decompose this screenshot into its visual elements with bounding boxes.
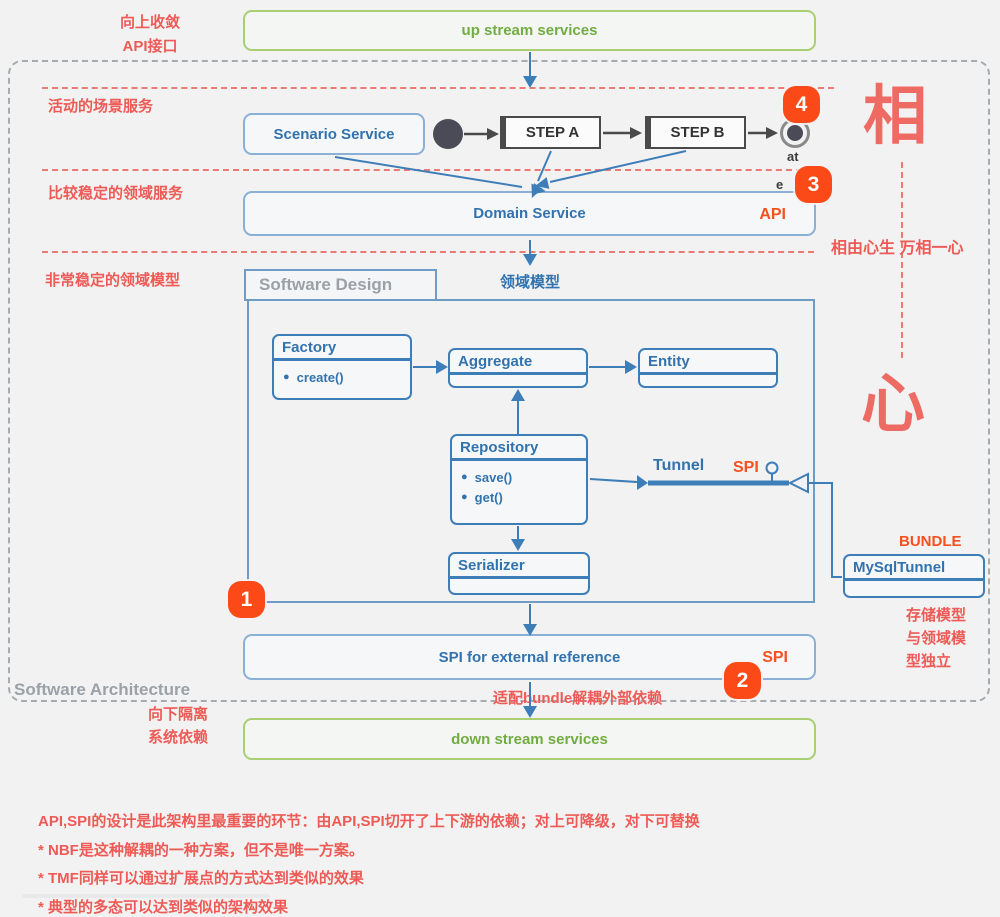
downstream-note: 向下隔离 系统依赖 [118,703,238,749]
mysqltunnel-divider [845,578,983,581]
entity-class-box: Entity [638,348,778,388]
end-state-note-line2: e [776,177,784,192]
step-a-box: STEP A [500,116,601,149]
xin-character: 心 [861,368,925,440]
scenario-service-label: Scenario Service [273,125,395,143]
downstream-services-label: down stream services [451,730,608,748]
step-b-label: STEP B [670,124,725,141]
storage-model-note-line1: 存储模型 [906,607,967,624]
section-label-model: 非常稳定的领域模型 [45,272,181,289]
storage-model-note-line2: 与领域模 [906,630,967,647]
section-divider-middle [42,169,812,171]
repository-method-save: save() [474,470,513,485]
software-architecture-frame [8,60,990,702]
upstream-note: 向上收敛 API接口 [90,11,210,59]
badge-3-number: 3 [807,172,820,196]
footnote-line1: API,SPI的设计是此架构里最重要的环节：由API,SPI切开了上下游的依赖；… [38,813,700,830]
upstream-services-label: up stream services [461,22,598,39]
badge-4-number: 4 [795,92,808,116]
xiang-character: 相 [863,80,927,152]
upstream-services-box: up stream services [243,10,816,51]
method-bullet-icon: ● [283,371,290,383]
repository-divider [452,458,586,461]
repository-class-name: Repository [460,439,539,456]
method-bullet-icon: ● [461,491,468,503]
xiang-xin-quote: 相由心生 万相一心 [831,240,964,257]
upstream-note-line2: API接口 [122,38,178,55]
section-divider-top [42,87,834,89]
software-architecture-label: Software Architecture [14,680,191,699]
serializer-divider [450,576,588,579]
factory-class-box: Factory ● create() [272,334,412,400]
footnotes: API,SPI的设计是此架构里最重要的环节：由API,SPI切开了上下游的依赖；… [38,808,700,917]
section-label-domain: 比较稳定的领域服务 [48,185,184,202]
aggregate-class-box: Aggregate [448,348,588,388]
footnote-line4: * 典型的多态可以达到类似的架构效果 [38,898,289,916]
factory-divider [274,358,410,361]
domain-service-box: Domain Service API [243,191,816,236]
footnote-line2: * NBF是这种解耦的一种方案，但不是唯一方案。 [38,841,364,859]
domain-api-tag: API [759,206,786,223]
end-state-note-line1: at [787,149,799,164]
badge-3: 3 [795,166,832,203]
aggregate-divider [450,372,586,375]
mysqltunnel-class-box: MySqlTunnel [843,554,985,598]
tunnel-label: Tunnel [653,457,705,474]
section-label-scenario: 活动的场景服务 [48,98,154,115]
spi-tag: SPI [762,649,788,666]
entity-class-name: Entity [648,353,690,370]
serializer-class-name: Serializer [458,557,525,574]
factory-method-create: create() [296,370,344,385]
software-design-frame [247,299,815,603]
downstream-note-line2: 系统依赖 [147,729,208,746]
bundle-tag: BUNDLE [899,533,962,550]
tunnel-spi-tag: SPI [733,459,759,476]
repository-class-box: Repository ● save() ● get() [450,434,588,525]
method-bullet-icon: ● [461,471,468,483]
end-state-inner-dot [787,125,803,141]
mysqltunnel-class-name: MySqlTunnel [853,559,946,576]
step-a-label: STEP A [525,124,580,141]
entity-divider [640,372,776,375]
upstream-note-line1: 向上收敛 [119,14,180,31]
factory-class-name: Factory [282,339,337,356]
storage-model-note: 存储模型 与领域模 型独立 [906,604,966,673]
storage-model-note-line3: 型独立 [906,653,952,670]
section-divider-lower [42,251,814,253]
software-design-tab: Software Design [244,269,437,301]
badge-4: 4 [783,86,820,123]
downstream-services-box: down stream services [243,718,816,760]
downstream-note-line1: 向下隔离 [147,706,208,723]
serializer-class-box: Serializer [448,552,590,595]
badge-1-number: 1 [240,587,253,611]
aggregate-class-name: Aggregate [458,353,533,370]
scenario-service-box: Scenario Service [243,113,425,155]
badge-1: 1 [228,581,265,618]
domain-model-label: 领域模型 [499,274,560,291]
spi-external-label: SPI for external reference [438,648,621,666]
domain-service-label: Domain Service [473,205,586,222]
step-b-box: STEP B [645,116,746,149]
badge-2: 2 [724,662,761,699]
footnote-line3: * TMF同样可以通过扩展点的方式达到类似的效果 [38,870,364,887]
badge-2-number: 2 [736,668,749,692]
adapter-bundle-note: 适配bundle解耦外部依赖 [493,690,663,707]
start-state-icon [433,119,463,149]
repository-method-get: get() [474,490,503,505]
right-column-divider [901,162,903,358]
software-design-label: Software Design [259,275,393,294]
cropped-text-artifact [22,894,270,898]
